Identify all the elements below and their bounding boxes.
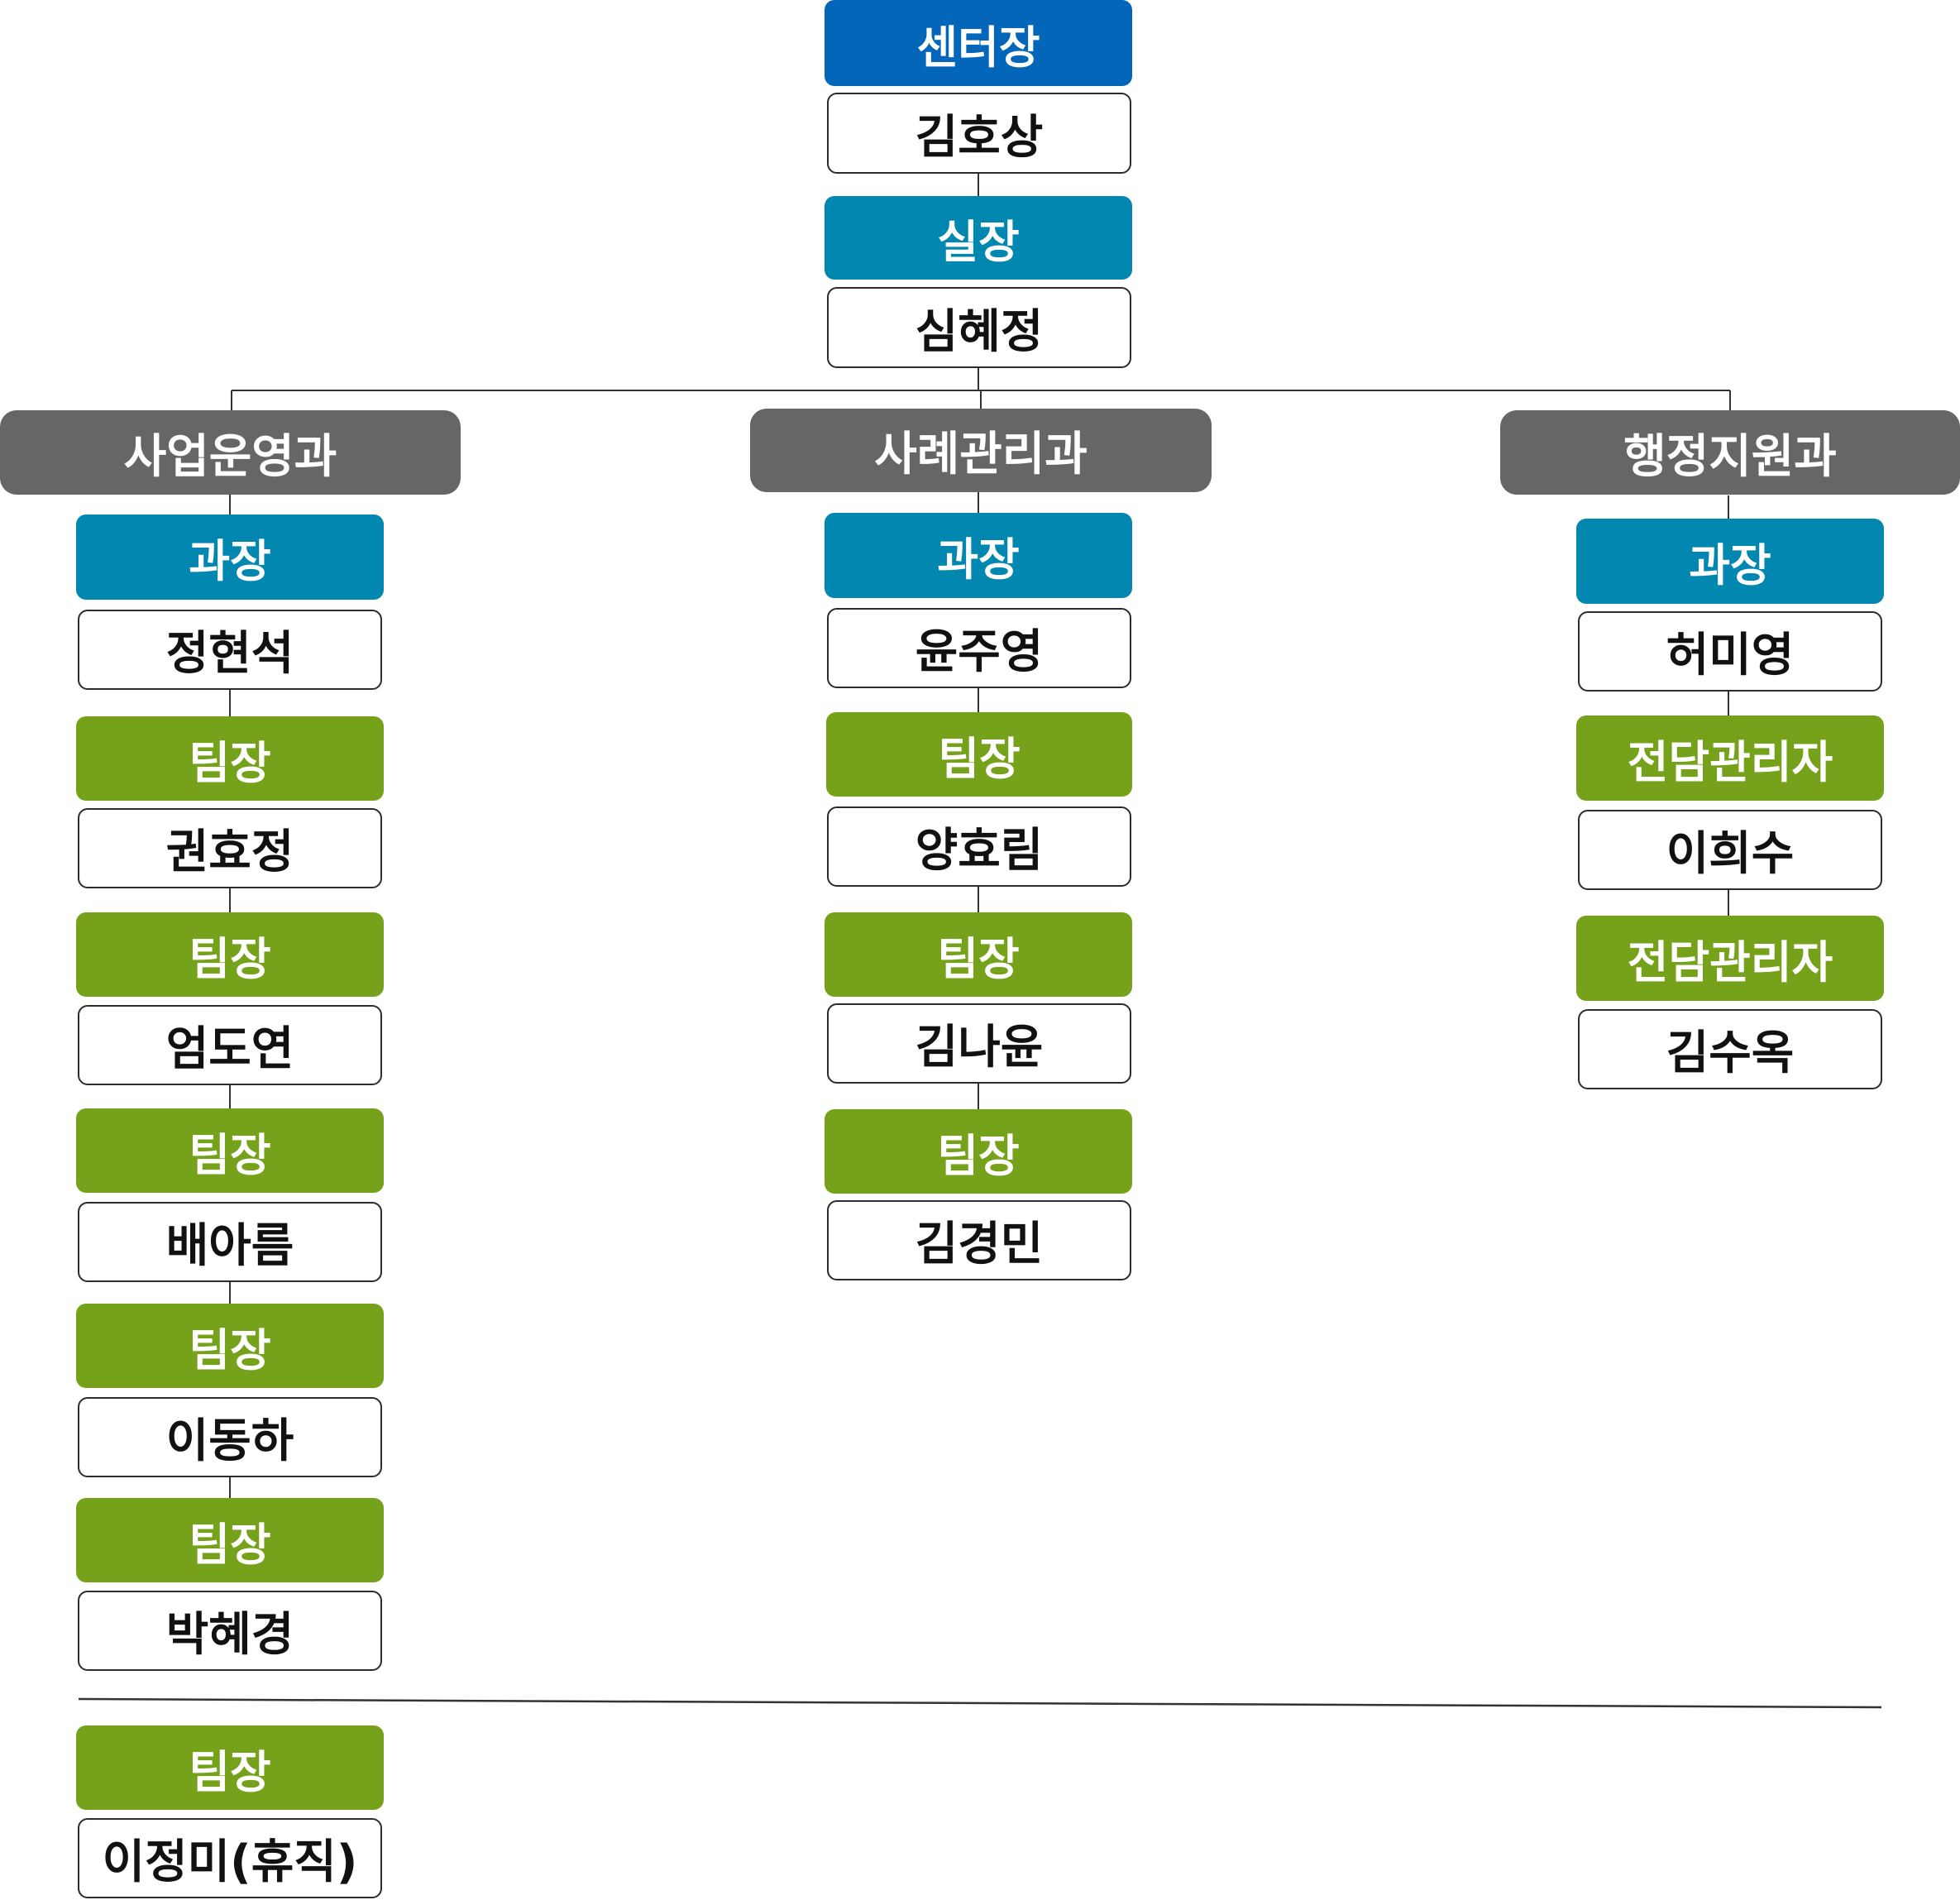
person-name: 허미영 [1578, 611, 1882, 692]
department-administrative-support: 행정지원과 [1500, 410, 1960, 495]
person-name: 김경민 [827, 1200, 1131, 1280]
position-title: 팀장 [76, 1304, 384, 1388]
position-title: 팀장 [76, 1725, 384, 1810]
director-name: 김호상 [827, 93, 1131, 174]
person-name: 양효림 [827, 806, 1131, 887]
position-title: 전담관리자 [1576, 715, 1884, 801]
position-title: 팀장 [76, 1498, 384, 1582]
person-name: 이정미(휴직) [78, 1818, 382, 1898]
position-title: 팀장 [826, 712, 1132, 797]
position-title: 과장 [76, 514, 384, 600]
position-title: 과장 [1576, 519, 1884, 604]
person-name: 김나윤 [827, 1003, 1131, 1084]
position-title: 팀장 [825, 1109, 1132, 1194]
chief-name: 심혜정 [827, 287, 1131, 368]
person-name: 정현석 [78, 610, 382, 690]
chief-title: 실장 [825, 196, 1132, 280]
person-name: 배아름 [78, 1202, 382, 1282]
director-title: 센터장 [825, 0, 1132, 86]
position-title: 팀장 [76, 1108, 384, 1193]
position-title: 과장 [825, 513, 1132, 598]
position-title: 팀장 [76, 912, 384, 997]
person-name: 이희수 [1578, 810, 1882, 890]
separator-line [78, 1697, 1882, 1709]
position-title: 전담관리자 [1576, 916, 1884, 1001]
position-title: 팀장 [825, 912, 1132, 997]
person-name: 이동하 [78, 1397, 382, 1477]
position-title: 팀장 [76, 716, 384, 801]
person-name: 박혜경 [78, 1591, 382, 1671]
department-case-management: 사례관리과 [750, 409, 1212, 492]
person-name: 김수옥 [1578, 1009, 1882, 1089]
department-business-operations: 사업운영과 [0, 410, 461, 495]
person-name: 엄도연 [78, 1005, 382, 1085]
person-name: 윤주영 [827, 608, 1131, 688]
person-name: 권효정 [78, 808, 382, 888]
